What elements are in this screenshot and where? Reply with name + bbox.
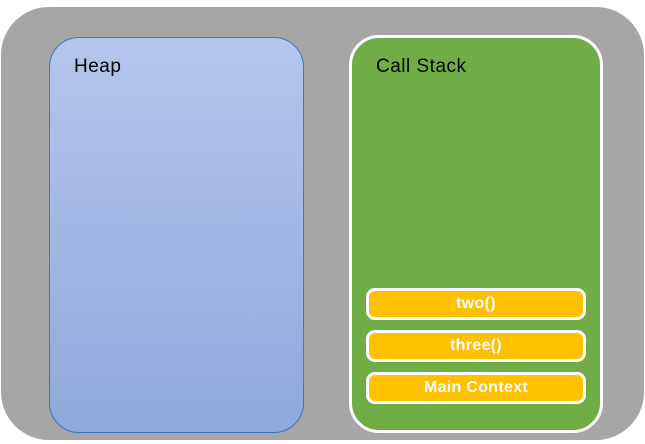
stack-frame-two: two() [366,288,586,320]
heap-label: Heap [74,56,122,77]
heap-region: Heap [49,37,304,433]
stack-frame-three: three() [366,330,586,362]
call-stack-region: Call Stack two() three() Main Context [349,35,603,433]
runtime-container: Heap Call Stack two() three() Main Conte… [1,7,644,440]
call-stack-label: Call Stack [376,56,467,77]
stack-frames: two() three() Main Context [352,288,600,404]
stack-frame-main-context: Main Context [366,372,586,404]
